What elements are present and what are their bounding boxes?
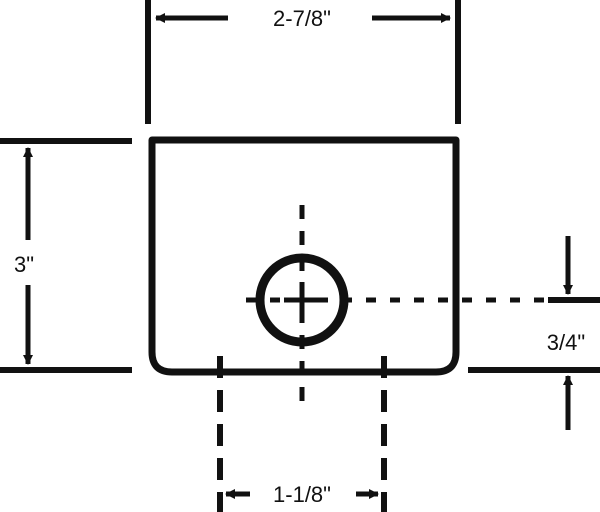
plate-outline [148, 136, 460, 376]
offset-dimension-label: 3/4" [547, 330, 585, 355]
spacing-dimension-label: 1-1/8" [273, 482, 331, 507]
height-dimension-label: 3" [14, 252, 34, 277]
width-dimension-label: 2-7/8" [273, 6, 331, 31]
